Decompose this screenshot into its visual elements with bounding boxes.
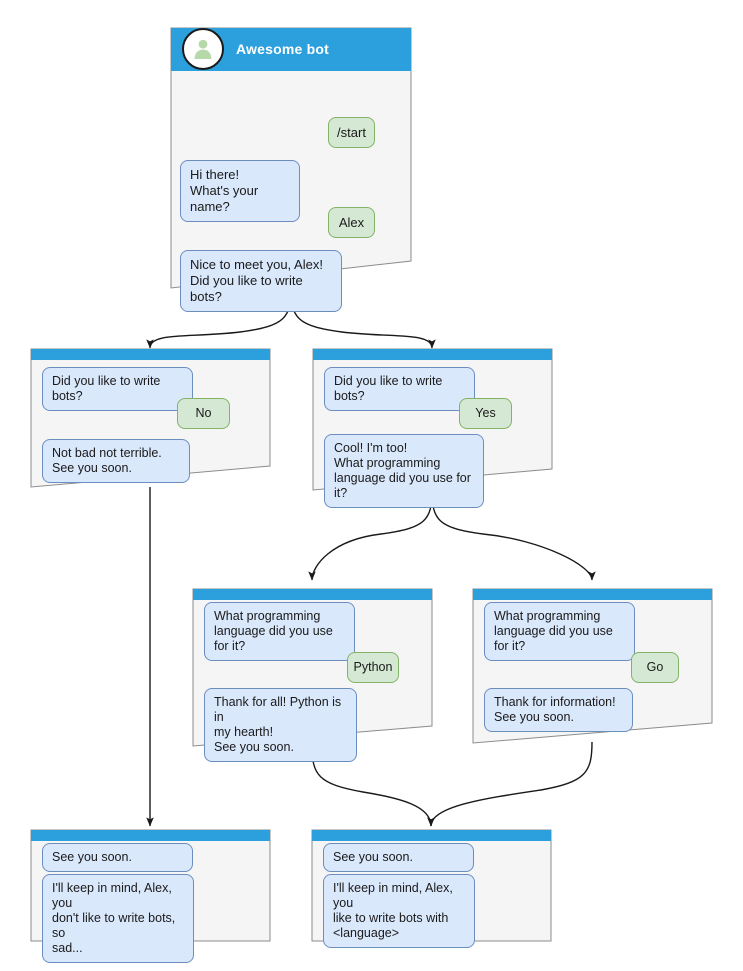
chat-bubble-user[interactable]: /start [328, 117, 375, 148]
node-answer-no[interactable]: Did you like to write bots? No Not bad n… [30, 348, 271, 488]
node-answer-yes-header [312, 348, 553, 359]
node-end-happy-body: See you soon. I'll keep in mind, Alex, y… [311, 829, 552, 948]
chat-bubble-bot[interactable]: Nice to meet you, Alex! Did you like to … [180, 250, 342, 312]
chat-bubble-bot[interactable]: I'll keep in mind, Alex, you don't like … [42, 874, 194, 963]
node-answer-yes[interactable]: Did you like to write bots? Yes Cool! I'… [312, 348, 553, 508]
chat-bubble-bot[interactable]: Thank for all! Python is in my hearth! S… [204, 688, 357, 762]
chat-bubble-bot[interactable]: Hi there! What's your name? [180, 160, 300, 222]
node-lang-go[interactable]: What programming language did you use fo… [472, 588, 713, 744]
chat-bubble-bot[interactable]: What programming language did you use fo… [204, 602, 355, 661]
node-end-happy[interactable]: See you soon. I'll keep in mind, Alex, y… [311, 829, 552, 948]
chat-bubble-bot[interactable]: Did you like to write bots? [42, 367, 193, 411]
chat-bubble-bot[interactable]: I'll keep in mind, Alex, you like to wri… [323, 874, 475, 948]
node-lang-go-body: What programming language did you use fo… [472, 588, 713, 744]
node-lang-python-body: What programming language did you use fo… [192, 588, 433, 762]
node-end-sad-header [30, 829, 271, 840]
node-start[interactable]: Awesome bot /start Hi there! What's your… [170, 27, 412, 312]
node-answer-no-body: Did you like to write bots? No Not bad n… [30, 348, 271, 488]
chat-bubble-user[interactable]: Go [631, 652, 679, 683]
node-lang-python[interactable]: What programming language did you use fo… [192, 588, 433, 762]
person-avatar-icon [182, 28, 224, 70]
node-answer-yes-body: Did you like to write bots? Yes Cool! I'… [312, 348, 553, 508]
chat-bubble-user[interactable]: Python [347, 652, 399, 683]
node-end-sad-body: See you soon. I'll keep in mind, Alex, y… [30, 829, 271, 963]
edge-go-to-end-happy [427, 741, 593, 827]
node-lang-go-header [472, 588, 713, 599]
node-answer-no-header [30, 348, 271, 359]
chat-bubble-bot[interactable]: Did you like to write bots? [324, 367, 475, 411]
node-start-chat: /start Hi there! What's your name? Alex … [170, 71, 412, 312]
chat-bubble-bot[interactable]: See you soon. [323, 843, 474, 872]
chat-bubble-user[interactable]: Yes [459, 398, 512, 429]
chat-bubble-bot[interactable]: Cool! I'm too! What programming language… [324, 434, 484, 508]
chat-bubble-bot[interactable]: See you soon. [42, 843, 193, 872]
node-start-title-text: Awesome bot [236, 41, 329, 57]
node-start-body: Awesome bot /start Hi there! What's your… [170, 27, 412, 312]
node-end-happy-header [311, 829, 552, 840]
chat-bubble-bot[interactable]: Thank for information! See you soon. [484, 688, 633, 732]
chat-bubble-bot[interactable]: What programming language did you use fo… [484, 602, 635, 661]
chat-bubble-user[interactable]: No [177, 398, 230, 429]
node-start-header: Awesome bot [170, 27, 412, 71]
node-end-sad[interactable]: See you soon. I'll keep in mind, Alex, y… [30, 829, 271, 963]
node-lang-python-header [192, 588, 433, 599]
chat-bubble-user[interactable]: Alex [328, 207, 375, 238]
chat-bubble-bot[interactable]: Not bad not terrible. See you soon. [42, 439, 190, 483]
